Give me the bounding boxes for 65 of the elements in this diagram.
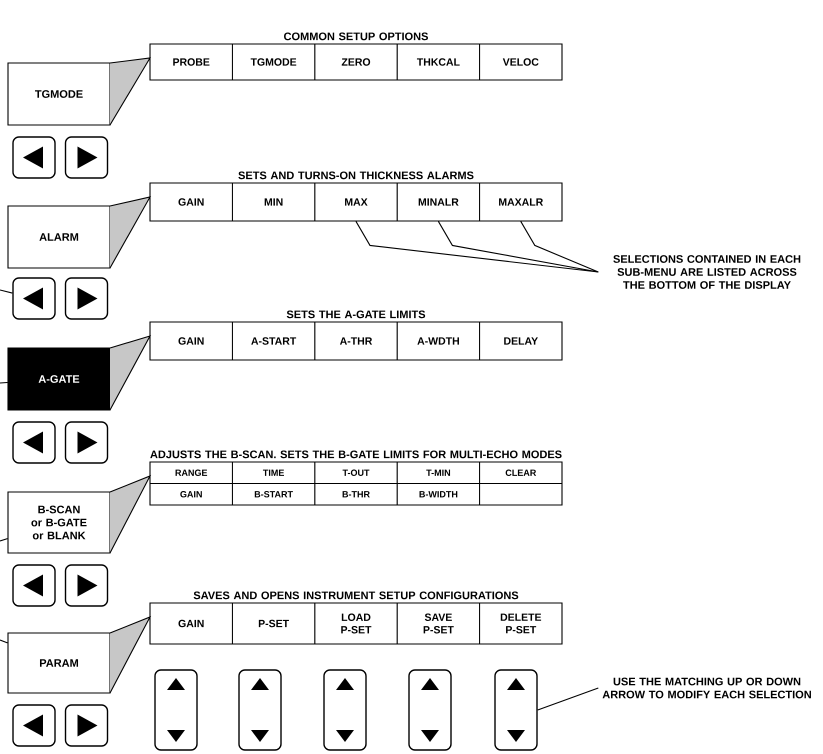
note-text: USE THE MATCHING UP OR DOWN ARROW TO MODIFY EACH SELECTION: [602, 678, 811, 698]
menu-option-cell: GAIN: [150, 602, 233, 644]
left-arrow-button: [12, 421, 56, 464]
menu-option-cell: THKCAL: [396, 44, 480, 80]
node-label: COMMON SETUP OPTIONS: [284, 32, 428, 40]
leader-line: [438, 221, 598, 273]
right-arrow-button: [64, 704, 108, 747]
menu-option-cell: GAIN: [150, 322, 233, 360]
node-label: ADJUSTS THE B-SCAN. SETS THE B-GATE LIMITS FOR MULTI-ECHO MODES: [150, 450, 562, 458]
leader-line: [0, 289, 12, 294]
menu-box: PARAM: [7, 616, 152, 694]
up-down-button: [238, 669, 282, 751]
menu-option-cell: B-THR: [314, 483, 398, 506]
up-down-button: [494, 669, 538, 751]
menu-option-cell: A-WDTH: [396, 322, 480, 360]
up-down-button: [154, 669, 198, 751]
menu-box: TGMODE: [7, 57, 152, 126]
left-arrow-button: [12, 277, 56, 320]
menu-box: ALARM: [7, 196, 152, 269]
menu-option-cell: B-START: [232, 483, 316, 506]
menu-option-cell: A-START: [232, 322, 316, 360]
right-arrow-button: [64, 136, 108, 179]
menu-box: B-SCAN or B-GATE or BLANK: [7, 474, 152, 554]
leader-line: [520, 221, 599, 272]
menu-option-cell: T-MIN: [396, 462, 480, 484]
node-label: SETS AND TURNS-ON THICKNESS ALARMS: [238, 171, 474, 180]
up-down-button: [408, 669, 452, 751]
menu-option-cell: GAIN: [150, 182, 233, 222]
leader-line: [538, 687, 598, 711]
menu-option-cell: SAVE P-SET: [396, 602, 480, 644]
menu-option-cell: TGMODE: [232, 44, 316, 80]
left-arrow-button: [12, 704, 56, 747]
menu-option-cell: MAXALR: [479, 182, 562, 222]
menu-option-cell: DELETE P-SET: [479, 602, 562, 644]
leader-line: [356, 221, 598, 273]
menu-option-cell: P-SET: [232, 602, 316, 644]
menu-option-cell: T-OUT: [314, 462, 398, 484]
empty-cell: [479, 483, 562, 506]
menu-option-cell: PROBE: [150, 44, 233, 80]
left-arrow-button: [12, 564, 56, 607]
menu-option-cell: LOAD P-SET: [314, 602, 398, 644]
menu-option-cell: MIN: [232, 182, 316, 222]
menu-box: A-GATE: [7, 335, 152, 411]
menu-option-cell: DELAY: [479, 322, 562, 360]
leader-line: [0, 639, 8, 644]
note-text: SELECTIONS CONTAINED IN EACH SUB-MENU ARE LISTED ACROSS THE BOTTOM OF THE DISPLAY: [613, 255, 800, 289]
menu-option-cell: CLEAR: [479, 462, 562, 484]
menu-option-cell: ZERO: [314, 44, 398, 80]
right-arrow-button: [64, 564, 108, 607]
leader-line: [0, 538, 8, 542]
menu-option-cell: VELOC: [479, 44, 562, 80]
right-arrow-button: [64, 277, 108, 320]
menu-option-cell: MINALR: [396, 182, 480, 222]
node-label: SAVES AND OPENS INSTRUMENT SETUP CONFIGURATIONS: [194, 591, 518, 600]
menu-option-cell: TIME: [232, 462, 316, 484]
menu-option-cell: MAX: [314, 182, 398, 222]
menu-option-cell: RANGE: [150, 462, 233, 484]
right-arrow-button: [64, 421, 108, 464]
up-down-button: [323, 669, 367, 751]
menu-option-cell: B-WIDTH: [396, 483, 480, 506]
menu-option-cell: A-THR: [314, 322, 398, 360]
node-label: SETS THE A-GATE LIMITS: [286, 310, 426, 318]
leader-line: [0, 382, 8, 384]
menu-option-cell: GAIN: [150, 483, 233, 506]
left-arrow-button: [12, 136, 56, 179]
